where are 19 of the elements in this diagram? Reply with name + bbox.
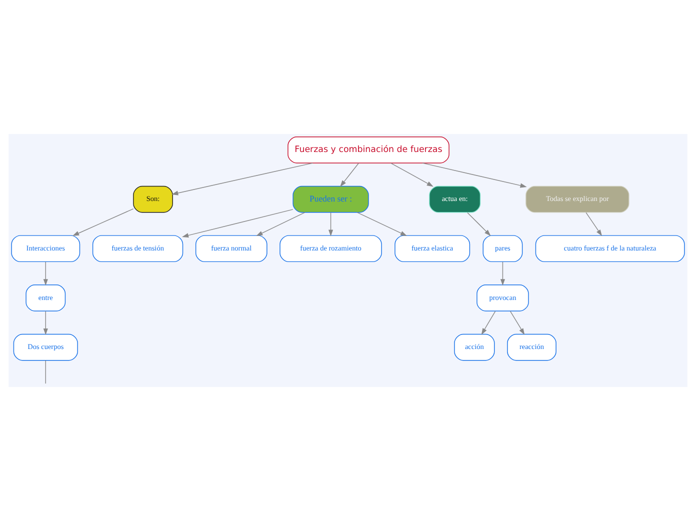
node-box: Fuerzas y combinación de fuerzas bbox=[288, 136, 450, 163]
arrow bbox=[510, 310, 525, 334]
arrow bbox=[586, 212, 602, 236]
arrow bbox=[500, 261, 505, 286]
arrow bbox=[172, 162, 314, 195]
arrow bbox=[328, 212, 334, 236]
arrow bbox=[182, 208, 294, 238]
arrow bbox=[256, 212, 306, 236]
arrow bbox=[340, 162, 359, 186]
arrow bbox=[467, 212, 491, 236]
arrow bbox=[72, 208, 134, 236]
node-box: Pueden ser : bbox=[292, 185, 369, 212]
arrow bbox=[422, 162, 527, 188]
arrow bbox=[356, 212, 408, 236]
arrow bbox=[43, 310, 48, 335]
arrow bbox=[390, 162, 434, 186]
arrow bbox=[481, 310, 496, 334]
connector bbox=[45, 360, 46, 384]
arrow bbox=[43, 261, 48, 286]
